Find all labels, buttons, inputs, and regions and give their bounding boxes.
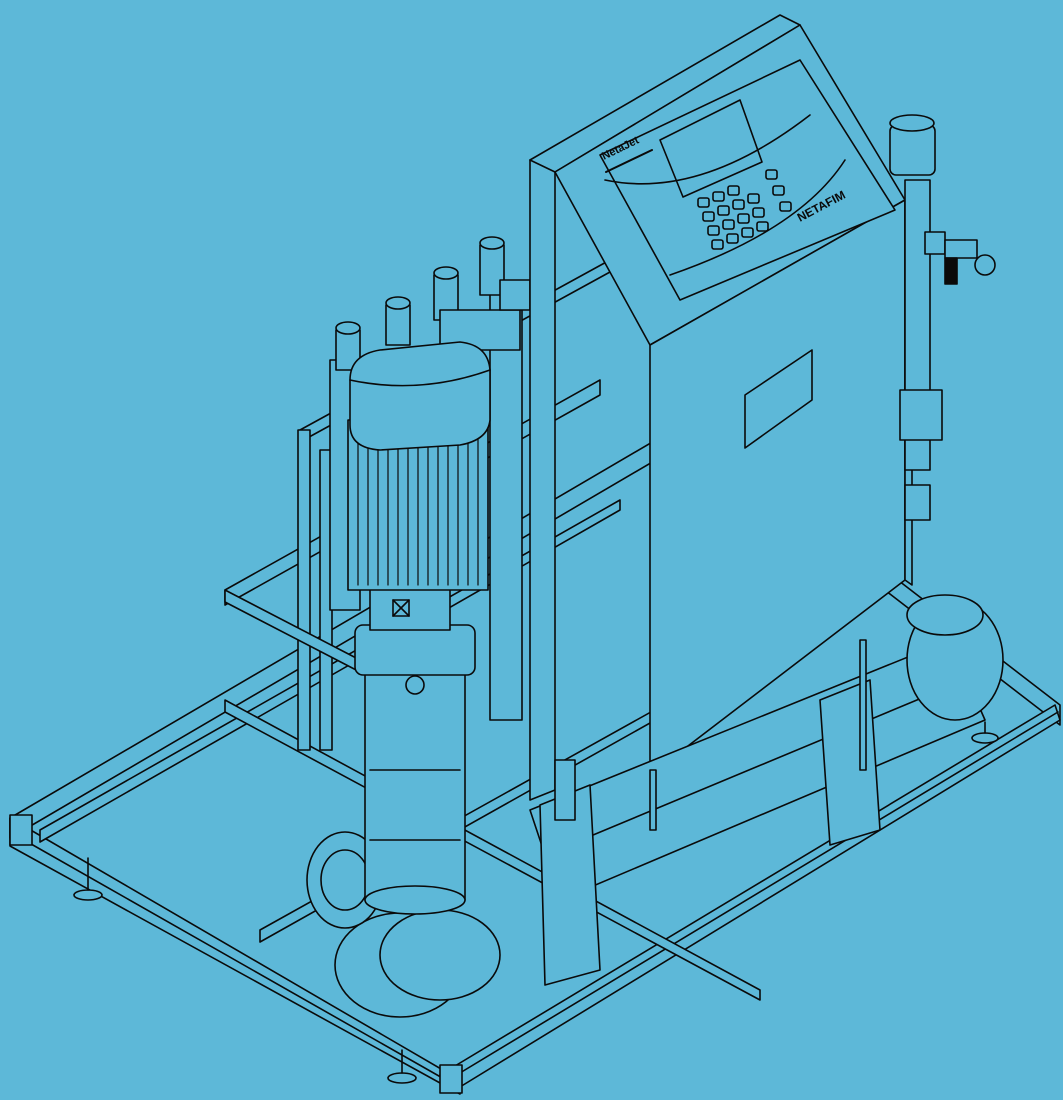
lcd-screen — [659, 99, 763, 198]
keypad — [697, 169, 792, 250]
cabinet-supports — [554, 639, 867, 831]
dosing-valve-2 — [385, 296, 411, 346]
controller-panel: NetaJet NETAFIM — [599, 59, 896, 301]
air-release-filter — [889, 114, 996, 521]
motor-fins — [357, 424, 479, 586]
door-window — [744, 349, 813, 449]
sampling-valve — [944, 239, 996, 285]
control-cabinet: NetaJet NETAFIM — [529, 14, 913, 801]
leveling-feet — [73, 721, 999, 1084]
vertical-pump — [347, 341, 491, 915]
